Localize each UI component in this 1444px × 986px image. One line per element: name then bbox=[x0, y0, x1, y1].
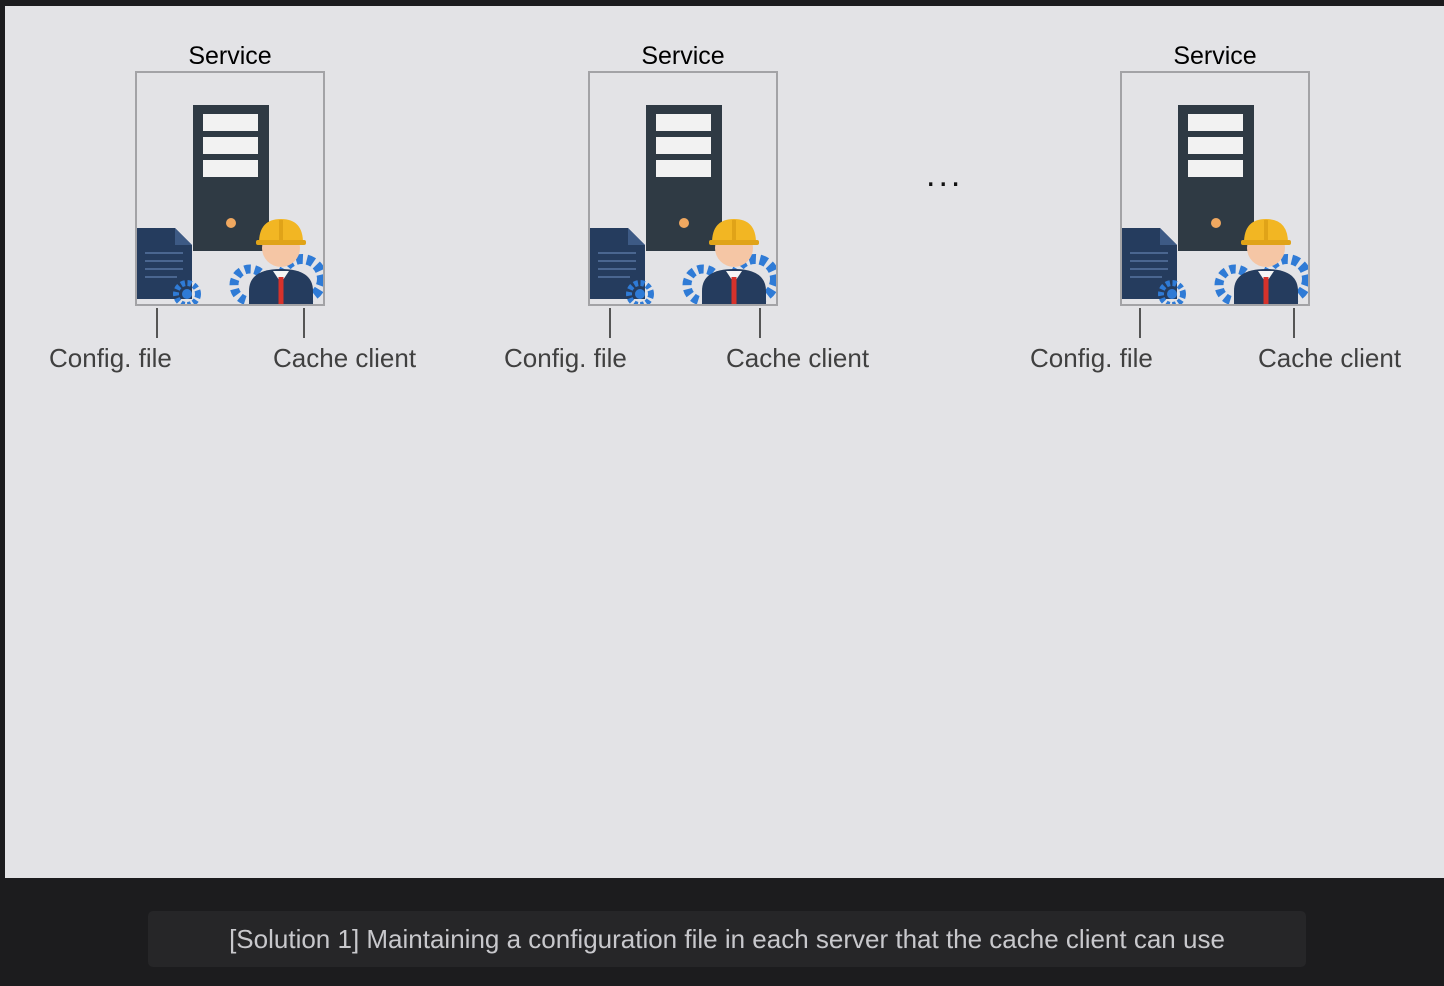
service-group-3: Service bbox=[990, 6, 1444, 386]
service-title: Service bbox=[188, 42, 272, 70]
cache-client-leader bbox=[1293, 308, 1295, 338]
cache-client-leader bbox=[303, 308, 305, 338]
config-file-leader bbox=[156, 308, 158, 338]
cache-client-label: Cache client bbox=[273, 343, 417, 373]
cache-client-icon bbox=[1214, 219, 1308, 304]
service-box bbox=[135, 71, 325, 306]
diagram-canvas: Service bbox=[5, 6, 1444, 878]
config-file-label: Config. file bbox=[1030, 343, 1153, 373]
config-file-icon bbox=[1122, 228, 1186, 304]
service-group-1: Service bbox=[5, 6, 465, 386]
service-title: Service bbox=[1173, 42, 1257, 70]
config-file-icon bbox=[137, 228, 201, 304]
service-box bbox=[1120, 71, 1310, 306]
caption-bar: [Solution 1] Maintaining a configuration… bbox=[148, 911, 1306, 967]
cache-client-label: Cache client bbox=[1258, 343, 1402, 373]
service-title: Service bbox=[641, 42, 725, 70]
cache-client-label: Cache client bbox=[726, 343, 870, 373]
config-file-icon bbox=[590, 228, 654, 304]
server-icon bbox=[137, 105, 323, 304]
cache-client-leader bbox=[759, 308, 761, 338]
cache-client-icon bbox=[229, 219, 323, 304]
config-file-leader bbox=[609, 308, 611, 338]
service-box bbox=[588, 71, 778, 306]
config-file-label: Config. file bbox=[49, 343, 172, 373]
more-services-ellipsis: ... bbox=[926, 156, 964, 194]
server-icon bbox=[590, 105, 776, 304]
config-file-leader bbox=[1139, 308, 1141, 338]
cache-client-icon bbox=[682, 219, 776, 304]
service-group-2: Service bbox=[458, 6, 918, 386]
server-icon bbox=[1122, 105, 1308, 304]
config-file-label: Config. file bbox=[504, 343, 627, 373]
